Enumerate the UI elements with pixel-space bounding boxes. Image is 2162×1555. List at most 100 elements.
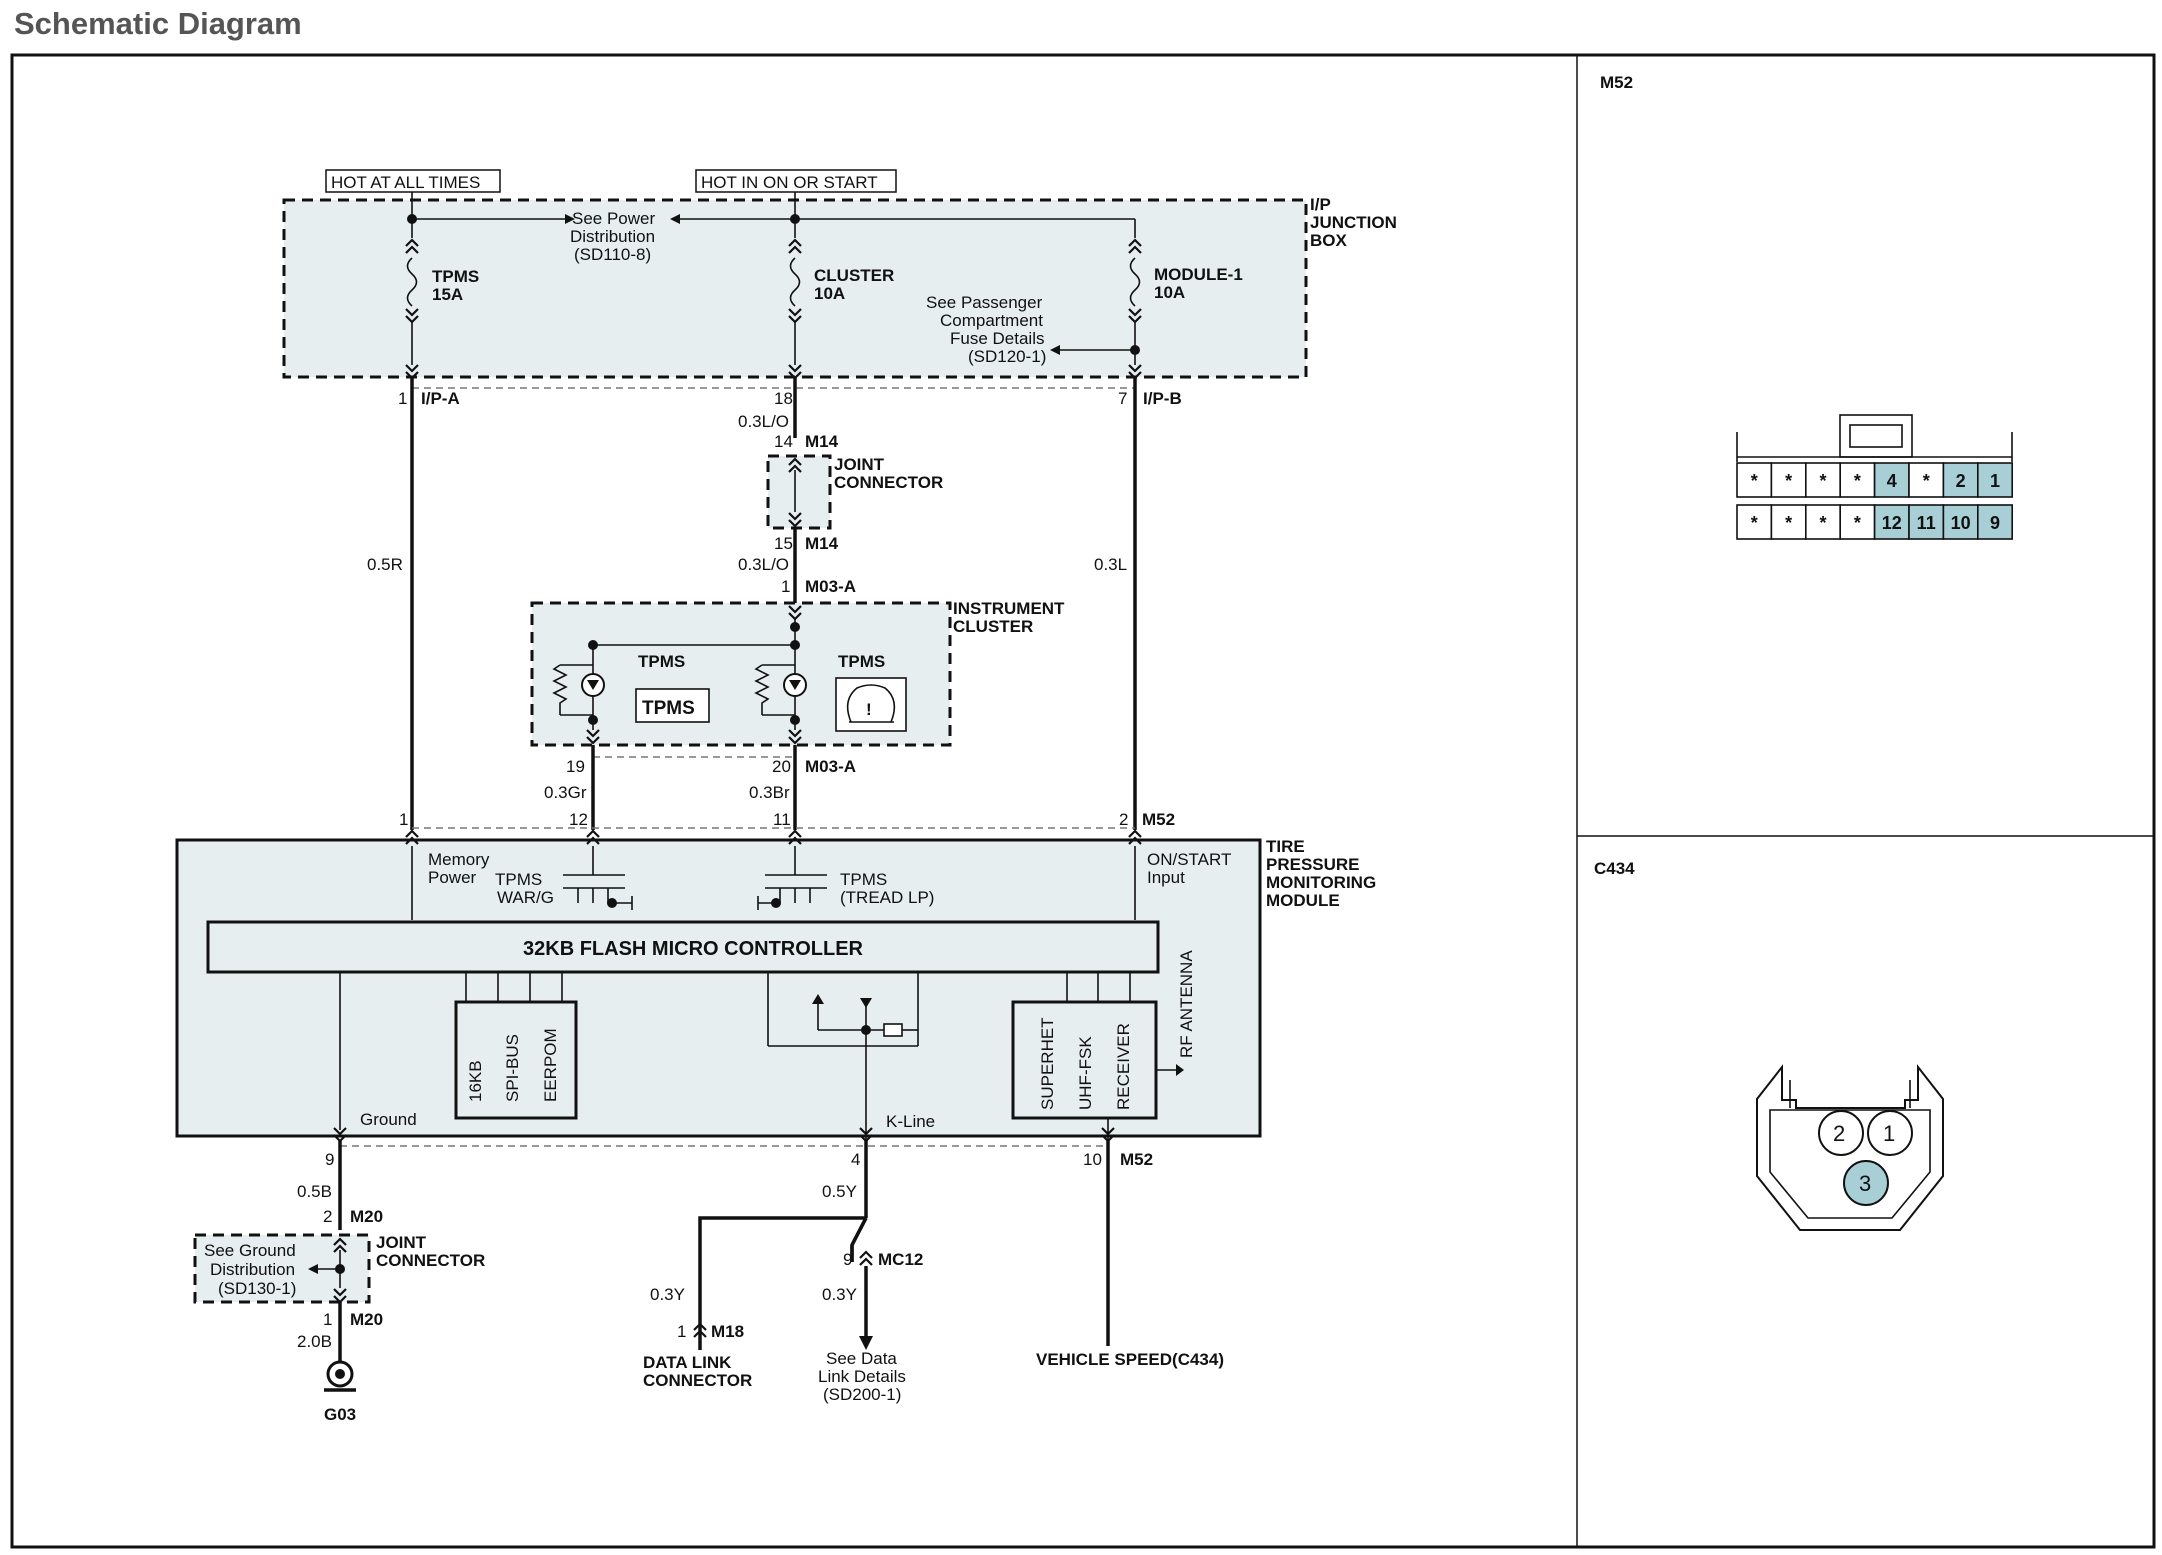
memory-power-label-2: Power [428, 868, 477, 887]
connector-label: M03-A [805, 757, 856, 776]
connector-label: M20 [350, 1310, 383, 1329]
pin-label: 7 [1118, 389, 1127, 408]
pin-label: 12 [569, 810, 588, 829]
see-data-1: See Data [826, 1349, 897, 1368]
m52-pin-label: * [1819, 513, 1826, 533]
data-link-connector-label-1: DATA LINK [643, 1353, 732, 1372]
memory-power-label-1: Memory [428, 850, 490, 869]
fuse-tpms-rating: 15A [432, 285, 463, 304]
m52-pin-label: * [1751, 513, 1758, 533]
tpms-warg-label-2: WAR/G [497, 888, 554, 907]
m52-pin-label: 4 [1887, 471, 1897, 491]
pin-label: 1 [781, 577, 790, 596]
wire-label: 0.5R [367, 555, 403, 574]
micro-controller [206, 920, 1160, 974]
hot-in-on-start-box [695, 169, 897, 193]
ground-icon [324, 1360, 356, 1392]
pin-label: 1 [323, 1310, 332, 1329]
junction-box-label-1: I/P [1310, 195, 1331, 214]
connector-m52-face [1736, 414, 2013, 462]
fuse-tpms-name: TPMS [432, 267, 479, 286]
fuse-cluster-name: CLUSTER [814, 266, 894, 285]
pin-label: 1 [677, 1322, 686, 1341]
m52-pin-label: * [1785, 471, 1792, 491]
wire-label: 0.5B [297, 1182, 332, 1201]
pin-label: 9 [325, 1150, 334, 1169]
on-start-label-1: ON/START [1147, 850, 1231, 869]
wire-to-dlc [698, 1216, 866, 1350]
pin-label: 2 [323, 1207, 332, 1226]
m52-pin-cell [1736, 462, 1773, 498]
memory-block [454, 1000, 578, 1120]
fuse-cluster-rating: 10A [814, 284, 845, 303]
on-start-label-2: Input [1147, 868, 1185, 887]
see-power-2: Distribution [570, 227, 655, 246]
junction-box-label-3: BOX [1310, 231, 1348, 250]
data-link-connector-label-2: CONNECTOR [643, 1371, 752, 1390]
m52-pin-label: * [1819, 471, 1826, 491]
wire-label: 0.3L/O [738, 412, 789, 431]
wire-label: 2.0B [297, 1332, 332, 1351]
wire-label: 0.3L [1094, 555, 1127, 574]
joint-connector-label-1: JOINT [834, 455, 885, 474]
connector-c434-face: 2 1 3 [1756, 1064, 1944, 1231]
see-passenger-3: Fuse Details [950, 329, 1044, 348]
m52-pin-label: * [1854, 513, 1861, 533]
see-power-3: (SD110-8) [574, 245, 651, 264]
hot-in-on-start-label: HOT IN ON OR START [701, 173, 878, 192]
see-ground-1: See Ground [204, 1241, 296, 1260]
pin-label: 4 [851, 1150, 860, 1169]
k-line-label: K-Line [886, 1112, 935, 1131]
m52-pin-cell [1805, 462, 1842, 498]
wire-label: 0.3Br [749, 783, 790, 802]
tire-pressure-monitoring-module: TIRE PRESSURE MONITORING MODULE Memory P… [175, 829, 1376, 1140]
joint-connector-m20-label-2: CONNECTOR [376, 1251, 485, 1270]
m52-pin-label: * [1923, 471, 1930, 491]
connector-label: M52 [1120, 1150, 1153, 1169]
c434-pin-3: 3 [1859, 1171, 1871, 1196]
connector-label: M14 [805, 432, 839, 451]
connector-label: M18 [711, 1322, 744, 1341]
c434-pin-1: 1 [1883, 1121, 1895, 1146]
m52-pin-label: 9 [1990, 513, 2000, 533]
memory-block-spi-bus: SPI-BUS [503, 1034, 522, 1102]
see-data-3: (SD200-1) [823, 1385, 901, 1404]
fuse-cluster: CLUSTER 10A [787, 219, 894, 380]
tpms-warning-lamp [635, 688, 710, 723]
pin-label: 1 [399, 810, 408, 829]
hot-all-times-box [325, 169, 501, 193]
pin-label: 15 [774, 534, 793, 553]
rf-antenna-label: RF ANTENNA [1177, 950, 1196, 1058]
receiver-label: RECEIVER [1114, 1023, 1133, 1110]
module-label-2: PRESSURE [1266, 855, 1360, 874]
diagram-frame [10, 53, 2156, 1549]
wire-label: 0.5Y [822, 1182, 857, 1201]
joint-connector-m14: JOINT CONNECTOR [766, 454, 943, 530]
pin-label: 9 [843, 1250, 852, 1269]
fuse-module-1: MODULE-1 10A [1050, 219, 1243, 380]
connector-label: I/P-B [1143, 389, 1182, 408]
wire-label: 0.3L/O [738, 555, 789, 574]
pin-label: 20 [772, 757, 791, 776]
module-label-1: TIRE [1266, 837, 1305, 856]
m52-pin-cell [1770, 504, 1807, 540]
m52-pin-label: * [1751, 471, 1758, 491]
micro-controller-label: 32KB FLASH MICRO CONTROLLER [523, 938, 864, 960]
module-label-3: MONITORING [1266, 873, 1376, 892]
memory-block-16kb: 16KB [466, 1060, 485, 1102]
wire-label: 0.3Y [822, 1285, 857, 1304]
tpms-tread-label-2: (TREAD LP) [840, 888, 934, 907]
connector-label: M03-A [805, 577, 856, 596]
connector-label: MC12 [878, 1250, 923, 1269]
pin-label: 10 [1083, 1150, 1102, 1169]
pin-label: 18 [774, 389, 793, 408]
tpms-warg-label-1: TPMS [495, 870, 542, 889]
joint-connector-m20-label-1: JOINT [376, 1233, 427, 1252]
wire-label: 0.3Y [650, 1285, 685, 1304]
m52-pin-label: 2 [1956, 471, 1966, 491]
ground-label: Ground [360, 1110, 417, 1129]
page-title: Schematic Diagram [14, 6, 302, 41]
joint-connector-m20: See Ground Distribution (SD130-1) JOINT … [193, 1233, 485, 1304]
